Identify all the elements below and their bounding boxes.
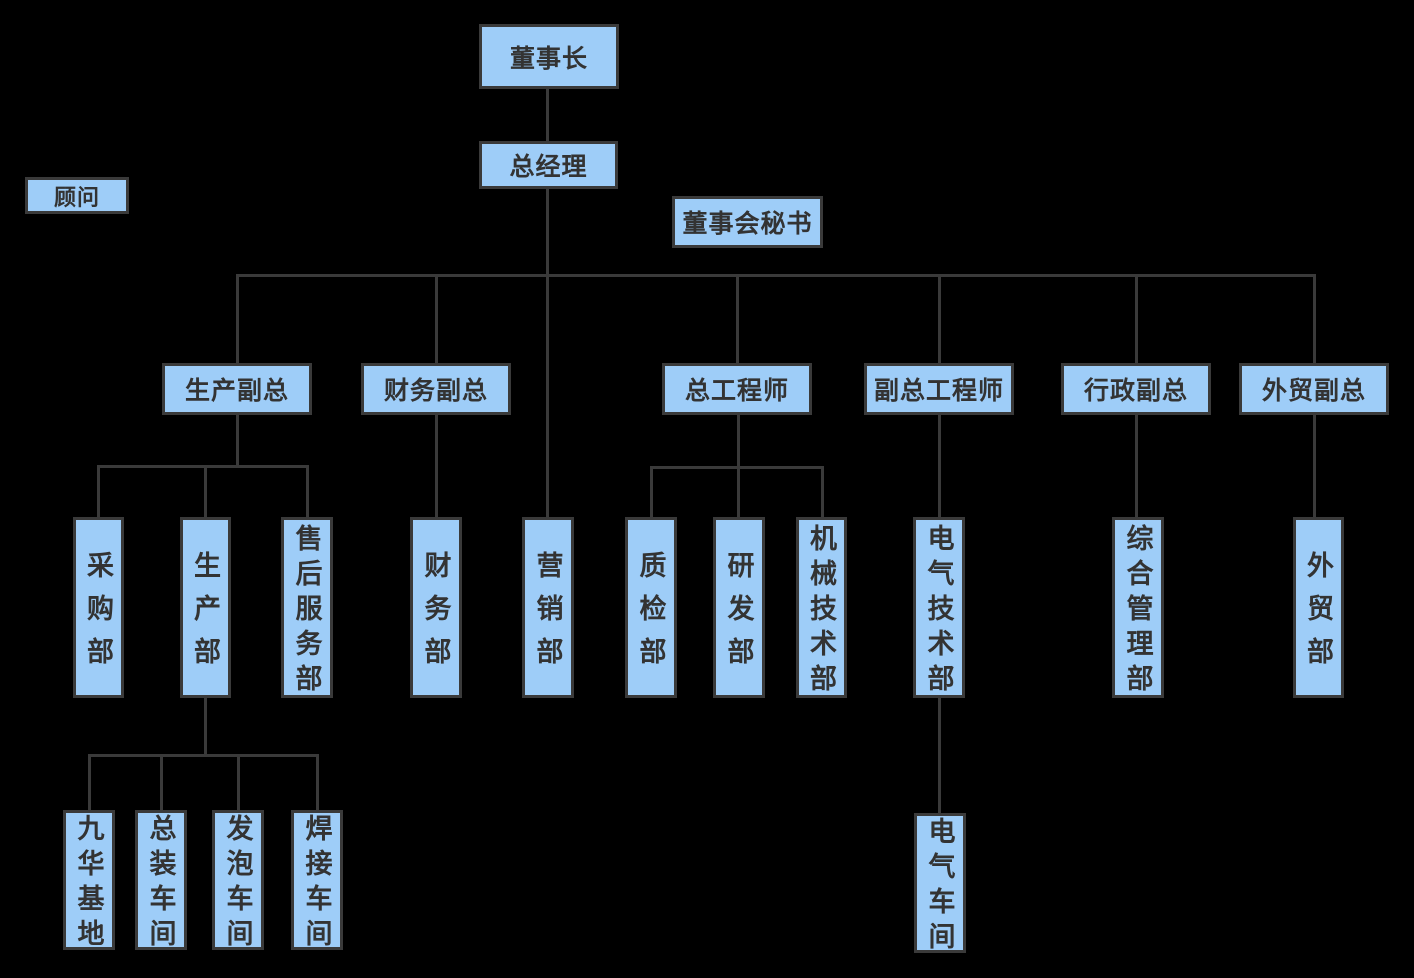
node-finance-vp[interactable]: 财务副总 bbox=[361, 363, 511, 415]
connector-electrical-tech-workshop bbox=[938, 698, 941, 815]
connector-production-vp-horizontal bbox=[97, 465, 309, 468]
node-rnd-dept[interactable]: 研发部 bbox=[713, 517, 765, 698]
node-foreign-trade-dept-label: 外贸部 bbox=[1303, 551, 1333, 680]
node-production-dept-label: 生产部 bbox=[190, 551, 220, 680]
connector-drop-finance-vp bbox=[435, 274, 438, 365]
node-production-dept[interactable]: 生产部 bbox=[180, 517, 231, 698]
node-foreign-trade-dept[interactable]: 外贸部 bbox=[1293, 517, 1344, 698]
connector-drop-purchasing bbox=[97, 465, 100, 520]
node-marketing-dept[interactable]: 营销部 bbox=[522, 517, 574, 698]
node-jiuhua-base-label: 九华基地 bbox=[73, 814, 104, 954]
node-general-mgmt-dept-label: 综合管理部 bbox=[1122, 524, 1153, 699]
connector-drop-foaming bbox=[237, 754, 240, 812]
node-after-sales-dept[interactable]: 售后服务部 bbox=[281, 517, 333, 699]
node-production-vp[interactable]: 生产副总 bbox=[162, 363, 312, 415]
node-finance-dept[interactable]: 财务部 bbox=[410, 517, 462, 698]
connector-drop-foreign-trade-vp bbox=[1313, 274, 1316, 365]
node-electrical-tech-dept[interactable]: 电气技术部 bbox=[913, 517, 965, 699]
connector-drop-deputy-chief-engineer bbox=[938, 274, 941, 365]
node-finance-vp-label: 财务副总 bbox=[383, 377, 488, 405]
node-foreign-trade-vp[interactable]: 外贸副总 bbox=[1239, 363, 1389, 415]
node-chairman-label: 董事长 bbox=[509, 44, 588, 73]
node-general-manager-label: 总经理 bbox=[509, 153, 588, 181]
node-marketing-dept-label: 营销部 bbox=[532, 551, 563, 680]
node-quality-dept[interactable]: 质检部 bbox=[625, 517, 677, 698]
node-general-mgmt-dept[interactable]: 综合管理部 bbox=[1112, 517, 1164, 699]
node-board-secretary-label: 董事会秘书 bbox=[682, 210, 813, 238]
connector-drop-chief-engineer bbox=[736, 274, 739, 365]
connector-drop-admin-vp bbox=[1135, 274, 1138, 365]
node-chief-engineer[interactable]: 总工程师 bbox=[662, 363, 812, 415]
node-finance-dept-label: 财务部 bbox=[420, 551, 451, 680]
connector-admin-vp-general-mgmt bbox=[1135, 415, 1138, 520]
connector-chief-engineer-horizontal bbox=[650, 466, 824, 469]
node-assembly-workshop[interactable]: 总装车间 bbox=[135, 810, 187, 954]
connector-drop-production-dept bbox=[204, 465, 207, 520]
node-assembly-workshop-label: 总装车间 bbox=[145, 814, 176, 954]
connector-drop-after-sales bbox=[306, 465, 309, 520]
node-electrical-workshop[interactable]: 电气车间 bbox=[914, 813, 966, 957]
connector-foreign-trade-vp-dept bbox=[1313, 415, 1316, 520]
connector-main-horizontal bbox=[237, 274, 1315, 277]
node-mechanical-tech-dept[interactable]: 机械技术部 bbox=[796, 517, 847, 699]
connector-drop-production-vp bbox=[236, 274, 239, 365]
node-foaming-workshop[interactable]: 发泡车间 bbox=[212, 810, 264, 954]
connector-gm-trunk bbox=[546, 188, 549, 519]
node-admin-vp[interactable]: 行政副总 bbox=[1061, 363, 1211, 415]
node-electrical-tech-dept-label: 电气技术部 bbox=[923, 524, 954, 699]
connector-drop-assembly bbox=[160, 754, 163, 812]
node-general-manager[interactable]: 总经理 bbox=[479, 141, 618, 189]
node-deputy-chief-engineer[interactable]: 副总工程师 bbox=[864, 363, 1014, 415]
node-purchasing-dept[interactable]: 采购部 bbox=[73, 517, 124, 698]
node-chairman[interactable]: 董事长 bbox=[479, 24, 619, 89]
connector-production-dept-horizontal bbox=[88, 754, 319, 757]
node-purchasing-dept-label: 采购部 bbox=[83, 551, 113, 680]
connector-deputy-chief-electrical-tech bbox=[938, 415, 941, 520]
node-welding-workshop[interactable]: 焊接车间 bbox=[291, 810, 343, 954]
connector-drop-quality bbox=[650, 466, 653, 520]
connector-drop-welding bbox=[316, 754, 319, 812]
node-mechanical-tech-dept-label: 机械技术部 bbox=[806, 524, 836, 699]
connector-production-dept-riser bbox=[204, 698, 207, 757]
node-after-sales-dept-label: 售后服务部 bbox=[291, 524, 322, 699]
node-quality-dept-label: 质检部 bbox=[635, 551, 666, 680]
node-rnd-dept-label: 研发部 bbox=[723, 551, 754, 680]
node-electrical-workshop-label: 电气车间 bbox=[924, 817, 955, 957]
connector-drop-mechanical-tech bbox=[821, 466, 824, 520]
connector-finance-vp-finance-dept bbox=[435, 415, 438, 520]
connector-chairman-gm bbox=[546, 89, 549, 142]
node-jiuhua-base[interactable]: 九华基地 bbox=[63, 810, 115, 954]
connector-drop-jiuhua bbox=[88, 754, 91, 812]
node-welding-workshop-label: 焊接车间 bbox=[301, 814, 332, 954]
node-chief-engineer-label: 总工程师 bbox=[684, 377, 789, 405]
node-production-vp-label: 生产副总 bbox=[184, 377, 289, 405]
connector-production-vp-riser bbox=[236, 415, 239, 468]
node-advisor-label: 顾问 bbox=[53, 184, 100, 210]
node-advisor[interactable]: 顾问 bbox=[25, 177, 129, 214]
node-admin-vp-label: 行政副总 bbox=[1083, 377, 1188, 405]
node-foreign-trade-vp-label: 外贸副总 bbox=[1261, 377, 1366, 405]
node-board-secretary[interactable]: 董事会秘书 bbox=[672, 196, 823, 248]
node-foaming-workshop-label: 发泡车间 bbox=[222, 814, 253, 954]
node-deputy-chief-engineer-label: 副总工程师 bbox=[873, 377, 1004, 405]
